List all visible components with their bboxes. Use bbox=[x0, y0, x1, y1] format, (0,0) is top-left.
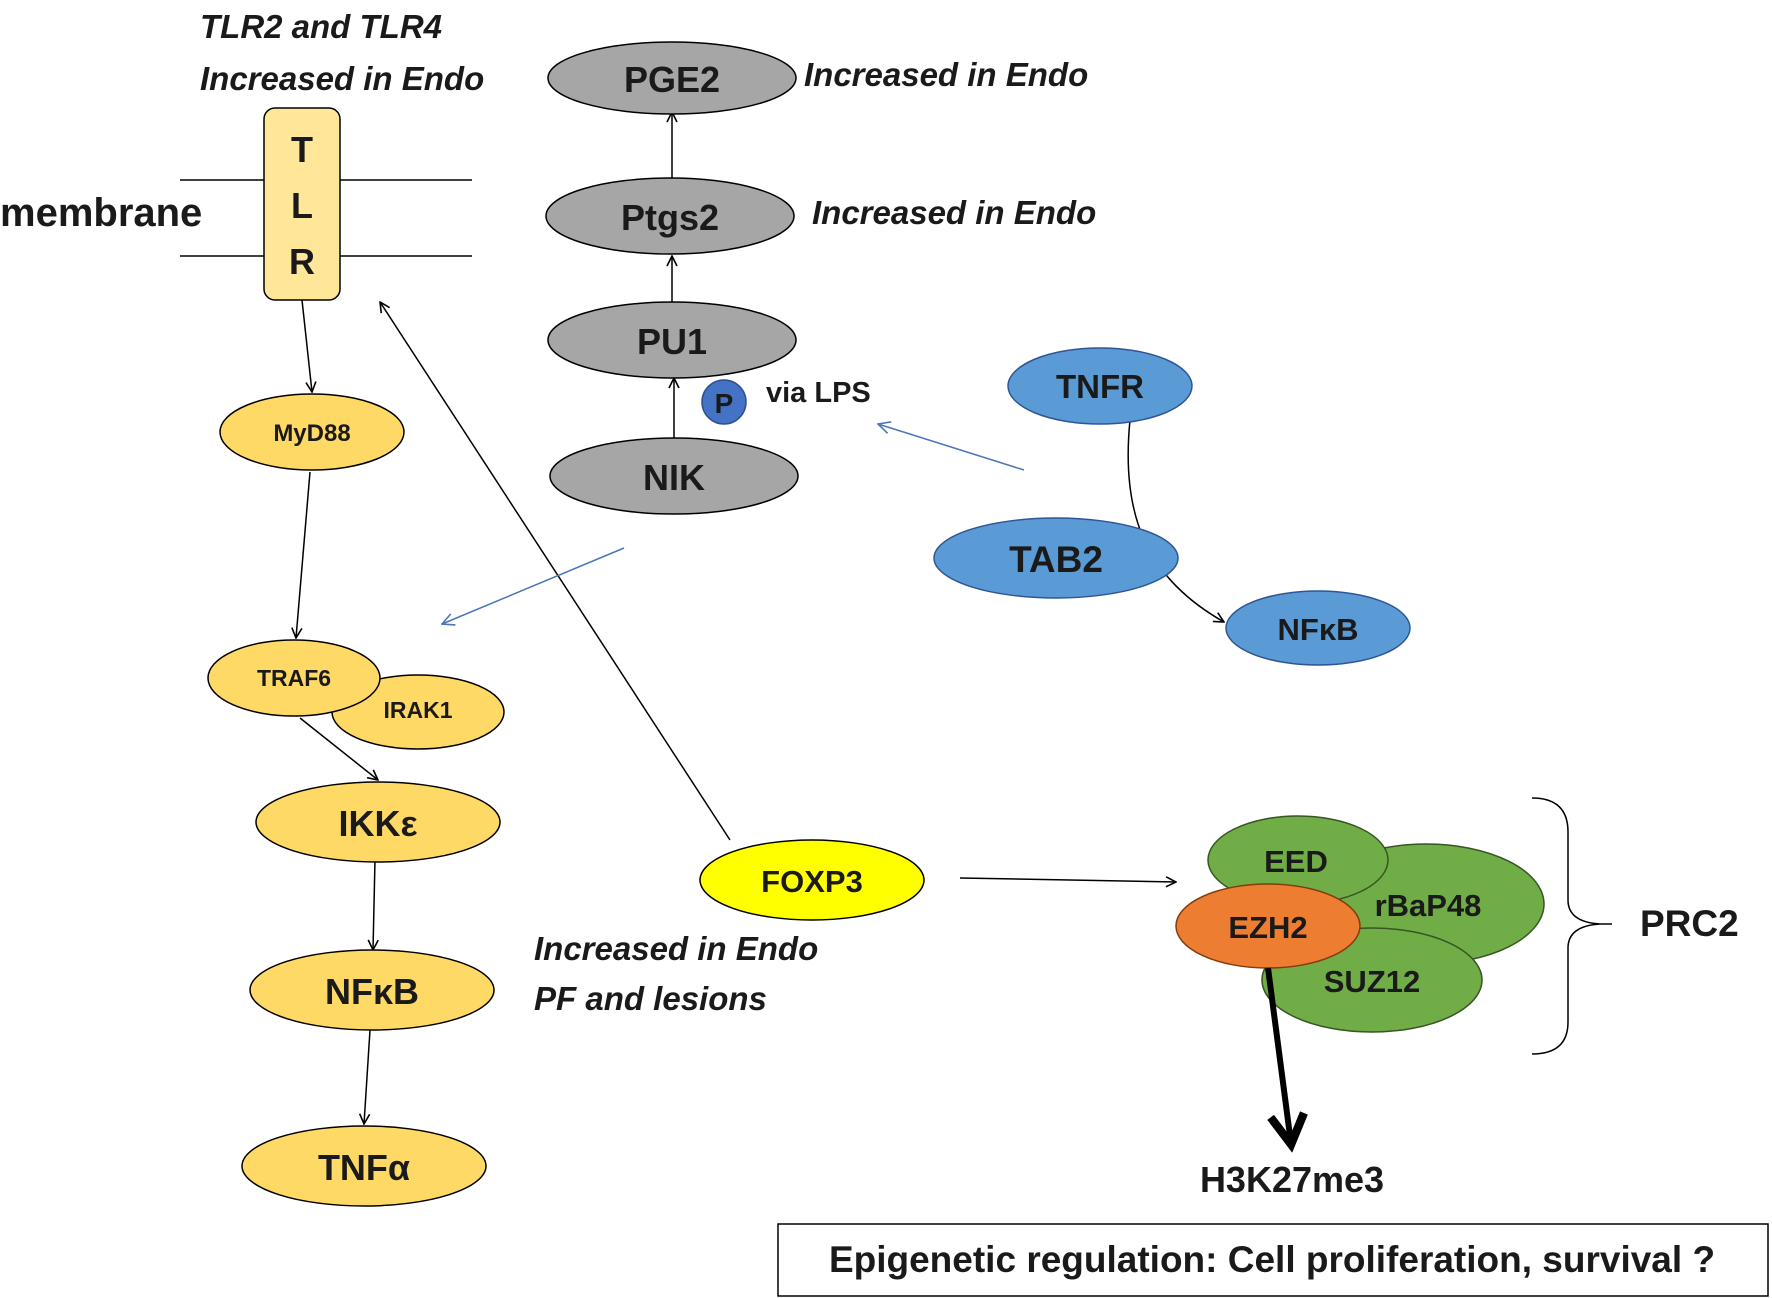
edge-ezh2-h3k27me3 bbox=[1265, 967, 1290, 1136]
node-rbap48-label: rBaP48 bbox=[1375, 888, 1482, 923]
foxp3-note-line2: PF and lesions bbox=[534, 980, 767, 1017]
prc2-label: PRC2 bbox=[1640, 903, 1739, 944]
ptgs2-note: Increased in Endo bbox=[812, 194, 1096, 231]
conclusion-box: Epigenetic regulation: Cell proliferatio… bbox=[777, 1223, 1769, 1297]
tlr-note-line2: Increased in Endo bbox=[200, 60, 484, 97]
via-lps-note: via LPS bbox=[766, 377, 871, 409]
node-pge2-label: PGE2 bbox=[624, 59, 720, 100]
node-pu1: PU1 bbox=[547, 301, 797, 379]
edge-nfkb-tnfa bbox=[364, 1029, 371, 1124]
node-tnfr: TNFR bbox=[1007, 347, 1193, 425]
pge2-note: Increased in Endo bbox=[804, 56, 1088, 93]
node-tnfa: TNFα bbox=[241, 1125, 487, 1207]
node-ikke: IKKε bbox=[255, 781, 501, 863]
membrane-label: membrane bbox=[0, 191, 202, 235]
node-pu1-label: PU1 bbox=[637, 321, 707, 362]
node-nfkb-left-label: NFκB bbox=[325, 971, 419, 1012]
node-ptgs2-label: Ptgs2 bbox=[621, 197, 719, 238]
h3k27me3-label: H3K27me3 bbox=[1200, 1159, 1384, 1200]
node-ptgs2: Ptgs2 bbox=[545, 177, 795, 255]
node-eed-label: EED bbox=[1264, 844, 1328, 879]
tlr-letter-t: T bbox=[291, 129, 313, 170]
node-ezh2-label: EZH2 bbox=[1228, 910, 1307, 945]
node-traf6: TRAF6 bbox=[207, 639, 381, 717]
node-foxp3-label: FOXP3 bbox=[761, 864, 863, 899]
node-nik-label: NIK bbox=[643, 457, 705, 498]
edge-myd88-traf6 bbox=[296, 471, 311, 638]
node-foxp3: FOXP3 bbox=[699, 839, 925, 921]
tlr-letter-r: R bbox=[289, 241, 315, 282]
foxp3-note-line1: Increased in Endo bbox=[534, 930, 818, 967]
node-tnfa-label: TNFα bbox=[318, 1147, 410, 1188]
node-tab2-label: TAB2 bbox=[1009, 539, 1103, 580]
edge-tnfr-nfkb bbox=[1127, 419, 1224, 622]
edge-foxp3-tlr bbox=[380, 302, 731, 841]
prc2-complex: EED rBaP48 EZH2 SUZ12 bbox=[1175, 815, 1545, 1033]
node-irak1-label: IRAK1 bbox=[383, 697, 452, 723]
tlr-receptor: T L R bbox=[263, 107, 341, 301]
node-nfkb-right: NFκB bbox=[1225, 590, 1411, 666]
tlr-note-line1: TLR2 and TLR4 bbox=[200, 8, 442, 45]
edge-tnfr-nik-blue bbox=[878, 424, 1025, 471]
conclusion-text: Epigenetic regulation: Cell proliferatio… bbox=[829, 1239, 1715, 1280]
node-nfkb-right-label: NFκB bbox=[1278, 612, 1359, 647]
node-pge2: PGE2 bbox=[547, 41, 797, 115]
edge-foxp3-prc2 bbox=[959, 878, 1176, 882]
node-traf6-label: TRAF6 bbox=[257, 665, 331, 691]
node-ikke-label: IKKε bbox=[338, 803, 417, 844]
edges bbox=[296, 112, 1224, 1124]
membrane: membrane bbox=[0, 179, 472, 257]
node-nfkb-left: NFκB bbox=[249, 949, 495, 1031]
node-myd88-label: MyD88 bbox=[273, 420, 350, 447]
node-myd88: MyD88 bbox=[219, 393, 405, 471]
node-suz12-label: SUZ12 bbox=[1324, 964, 1420, 999]
blue-edges bbox=[442, 424, 1025, 624]
edge-traf6-ikke bbox=[299, 717, 378, 780]
prc2-brace bbox=[1531, 797, 1601, 1055]
phospho-badge: P bbox=[701, 379, 747, 425]
edge-nik-traf6-blue bbox=[442, 547, 625, 624]
tlr-letter-l: L bbox=[291, 185, 313, 226]
node-nik: NIK bbox=[549, 437, 799, 515]
edge-tlr-myd88 bbox=[301, 299, 312, 392]
node-tnfr-label: TNFR bbox=[1056, 368, 1144, 405]
edge-ikke-nfkb bbox=[373, 859, 375, 950]
phospho-label: P bbox=[715, 388, 734, 419]
node-tab2: TAB2 bbox=[933, 517, 1179, 599]
